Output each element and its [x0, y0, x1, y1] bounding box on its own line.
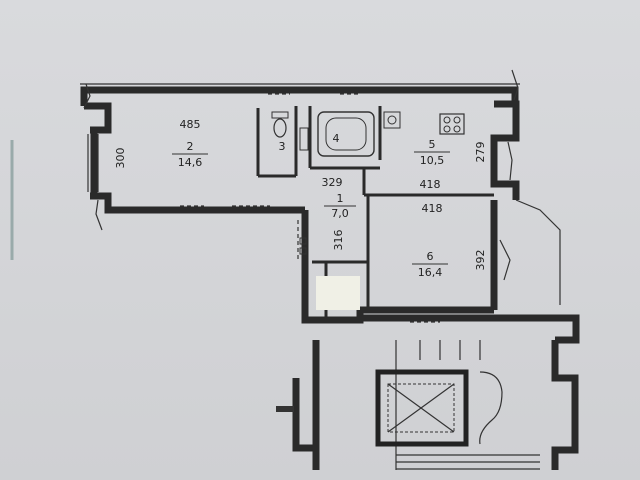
room5-width-label: 418 [420, 178, 441, 191]
room5-area: 10,5 [420, 154, 445, 167]
room4-number: 4 [333, 132, 340, 145]
stove-icon [439, 113, 465, 135]
room1-area: 7,0 [331, 207, 349, 220]
room2-number: 2 [187, 140, 194, 153]
bathtub-icon [317, 111, 375, 157]
room3-number: 3 [279, 140, 286, 153]
blurred-patch [316, 276, 360, 310]
hall-width-label: 329 [322, 176, 343, 189]
room5-number: 5 [429, 138, 436, 151]
pipe-marks [276, 237, 307, 412]
room1-number: 1 [337, 192, 344, 205]
room6-area: 16,4 [418, 266, 443, 279]
hatch-marks [180, 93, 440, 323]
exterior-walls [80, 83, 580, 470]
sink-icon [383, 111, 401, 129]
hall-depth-label: 316 [332, 230, 345, 251]
room2-width-label: 485 [180, 118, 201, 131]
elevator-icon [375, 369, 503, 447]
window-mark-icon [83, 69, 519, 281]
stair-icon [395, 340, 540, 470]
room2-area: 14,6 [178, 156, 203, 169]
toilet-icon [271, 111, 309, 151]
room6-depth-label: 392 [474, 250, 487, 271]
room2-depth-label: 300 [114, 148, 127, 169]
room6-number: 6 [427, 250, 434, 263]
room6-width-label: 418 [422, 202, 443, 215]
room5-depth-label: 279 [474, 142, 487, 163]
